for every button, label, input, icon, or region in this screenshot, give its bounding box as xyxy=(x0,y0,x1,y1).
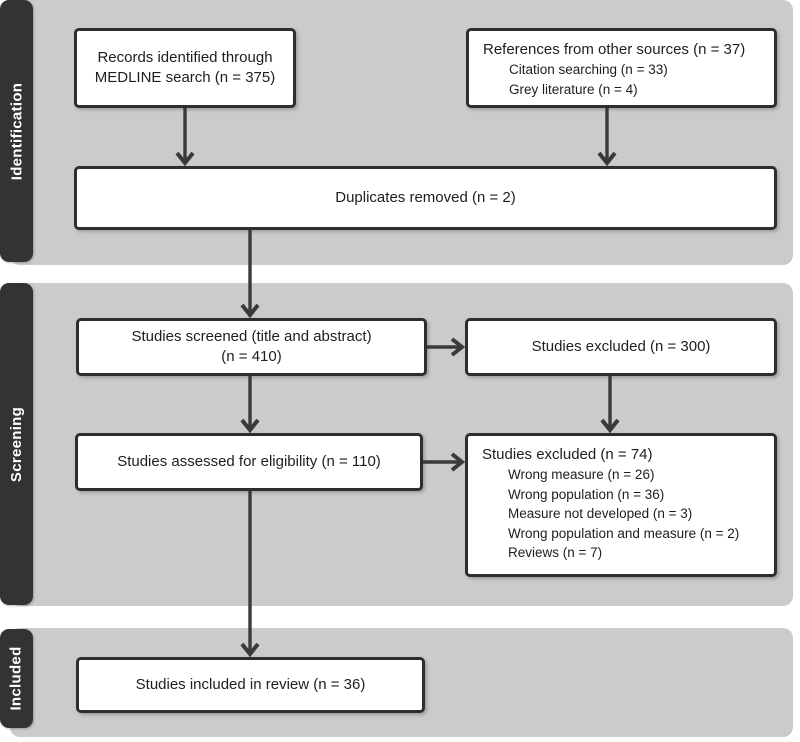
studies-assessed-box: Studies assessed for eligibility (n = 11… xyxy=(75,433,423,491)
excluded-eligibility-item: Wrong measure (n = 26) xyxy=(508,467,655,482)
records-identified-box: Records identified through MEDLINE searc… xyxy=(74,28,296,108)
studies-screened-box: Studies screened (title and abstract) (n… xyxy=(76,318,427,376)
studies-included-text: Studies included in review (n = 36) xyxy=(135,676,366,693)
stage-label-identification-text: Identification xyxy=(8,82,26,180)
excluded-eligibility-item: Measure not developed (n = 3) xyxy=(508,506,693,521)
other-sources-box: References from other sources (n = 37) C… xyxy=(466,28,777,108)
excluded-eligibility-item: Wrong population (n = 36) xyxy=(508,486,665,502)
studies-excluded-screening-text: Studies excluded (n = 300) xyxy=(531,338,711,355)
duplicates-removed-box: Duplicates removed (n = 2) xyxy=(74,166,777,230)
studies-screened-line1: Studies screened (title and abstract) xyxy=(131,328,372,345)
stage-label-included: Included xyxy=(0,629,33,728)
excluded-eligibility-item: Wrong population and measure (n = 2) xyxy=(508,525,740,541)
excluded-eligibility-title: Studies excluded (n = 74) xyxy=(482,446,653,463)
records-identified-line2: MEDLINE search (n = 375) xyxy=(94,69,276,86)
other-sources-title: References from other sources (n = 37) xyxy=(483,41,746,58)
studies-assessed-text: Studies assessed for eligibility (n = 11… xyxy=(117,453,381,470)
studies-excluded-screening-box: Studies excluded (n = 300) xyxy=(465,318,777,376)
studies-excluded-eligibility-box: Studies excluded (n = 74) Wrong measure … xyxy=(465,433,777,577)
stage-label-included-text: Included xyxy=(8,646,26,711)
excluded-eligibility-item: Reviews (n = 7) xyxy=(508,545,603,560)
records-identified-line1: Records identified through xyxy=(97,49,273,66)
stage-label-identification: Identification xyxy=(0,0,33,262)
duplicates-removed-text: Duplicates removed (n = 2) xyxy=(335,189,516,206)
stage-label-screening: Screening xyxy=(0,283,33,605)
studies-screened-line2: (n = 410) xyxy=(221,348,282,365)
other-sources-item: Grey literature (n = 4) xyxy=(509,81,638,97)
stage-label-screening-text: Screening xyxy=(8,406,26,482)
studies-included-box: Studies included in review (n = 36) xyxy=(76,657,425,713)
other-sources-item: Citation searching (n = 33) xyxy=(509,62,668,77)
